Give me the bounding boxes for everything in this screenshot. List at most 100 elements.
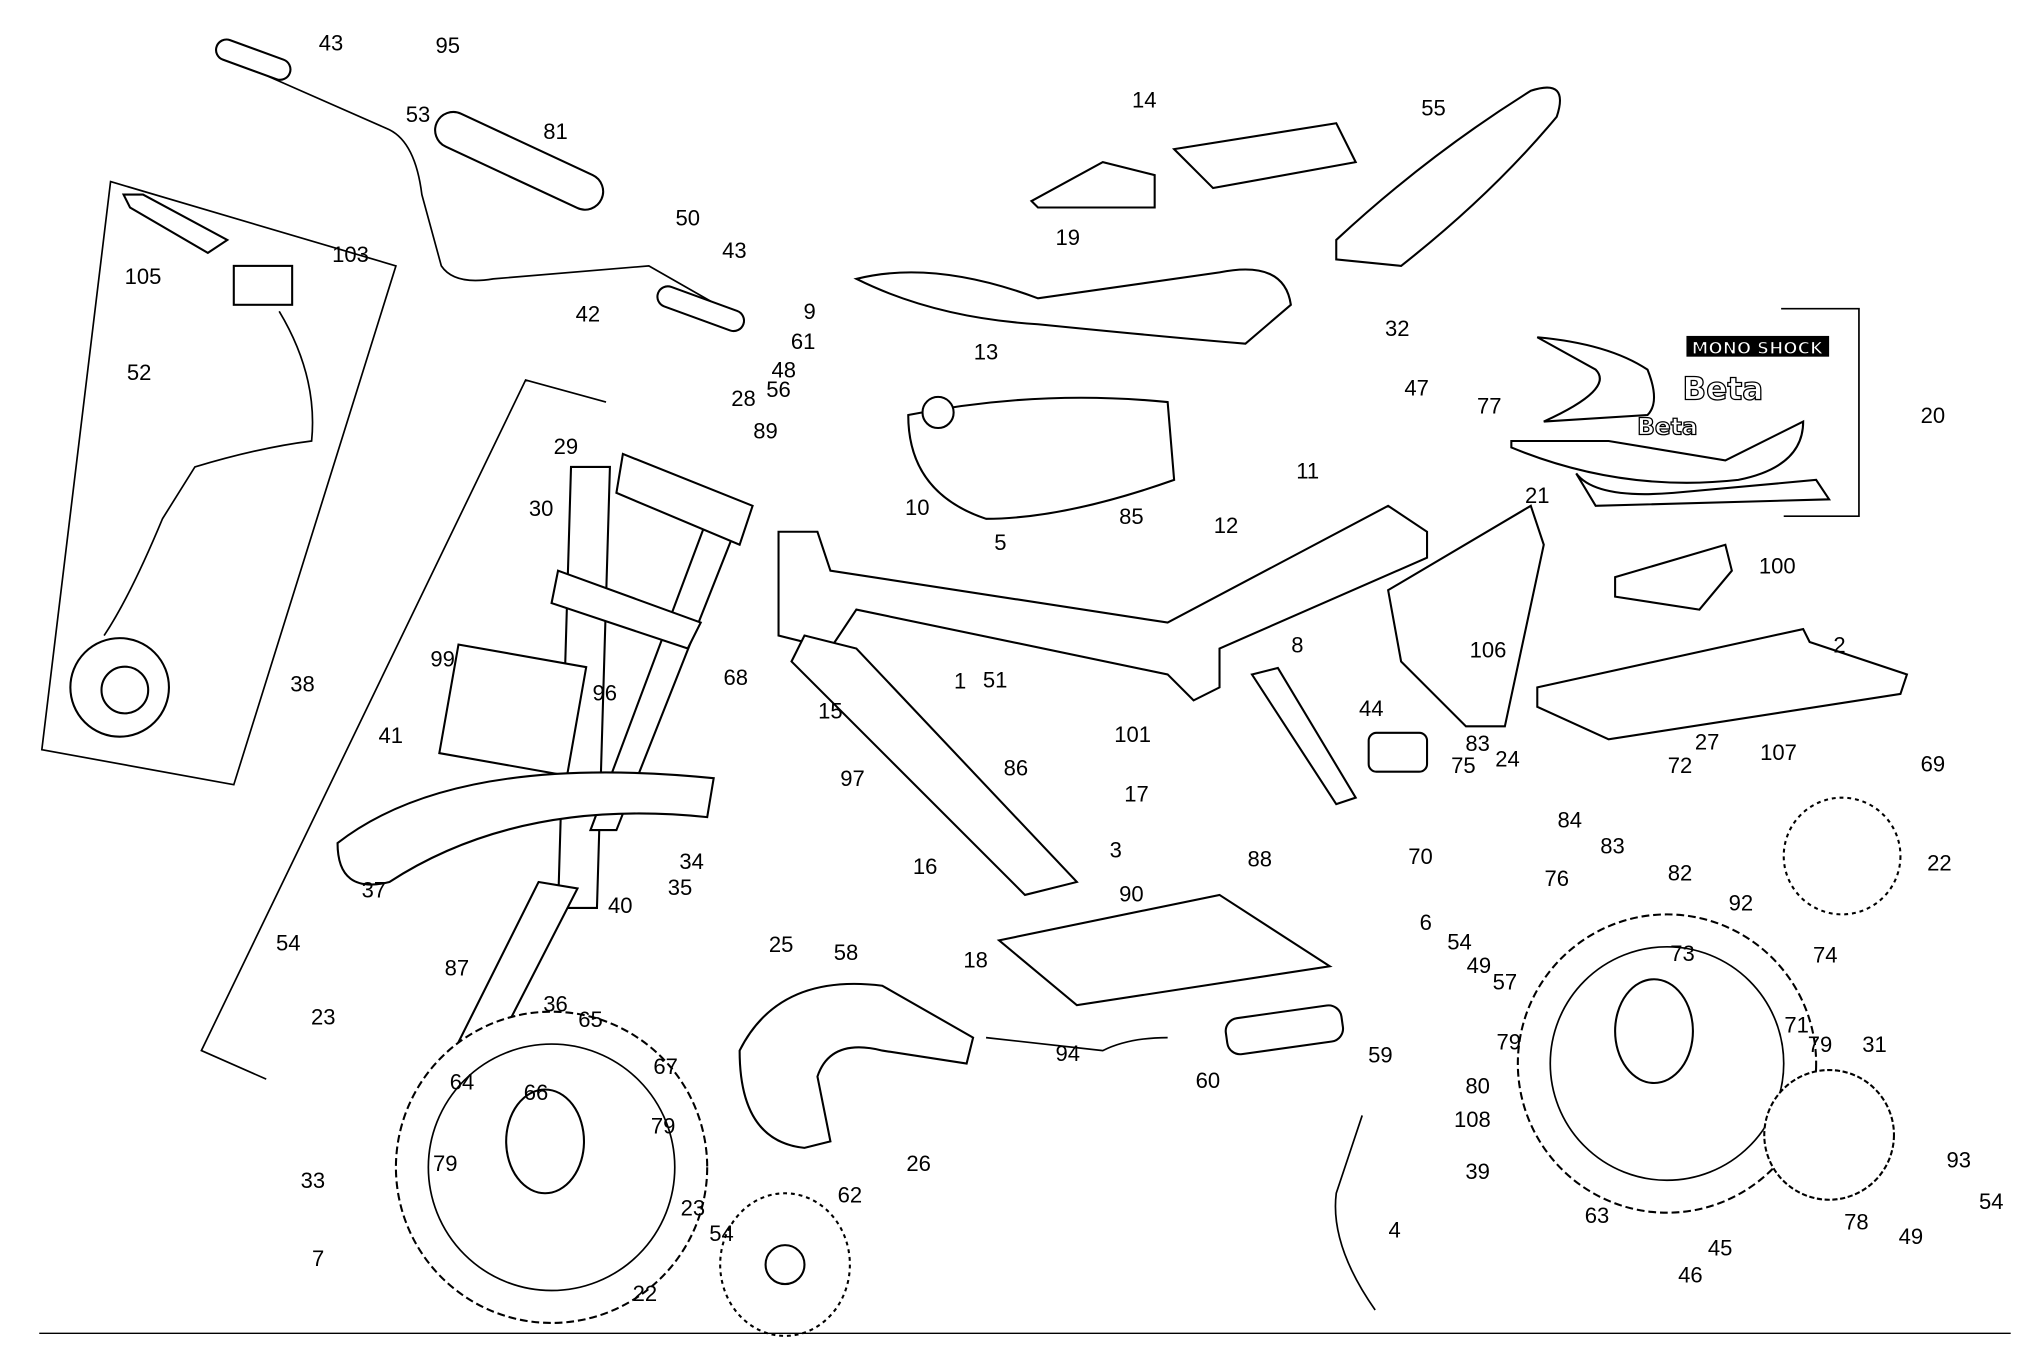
part-label-58: 58	[834, 940, 859, 965]
part-label-35: 35	[668, 875, 693, 900]
number-plate	[438, 643, 588, 777]
seat-pad-right	[1171, 122, 1358, 190]
part-label-39: 39	[1465, 1159, 1490, 1184]
chain-guard	[1614, 543, 1733, 611]
part-label-69: 69	[1921, 752, 1946, 777]
part-label-51: 51	[983, 667, 1008, 692]
part-label-30: 30	[529, 496, 554, 521]
rear-sprocket	[1763, 1068, 1896, 1201]
exhaust-mid	[985, 1036, 1168, 1052]
part-label-13: 13	[974, 339, 999, 364]
part-label-103: 103	[332, 242, 369, 267]
part-label-17: 17	[1124, 782, 1149, 807]
fuel-tank	[907, 396, 1176, 520]
exhaust-pipe	[738, 982, 975, 1149]
part-label-81: 81	[543, 119, 568, 144]
part-label-86: 86	[1004, 756, 1029, 781]
part-label-40: 40	[608, 893, 633, 918]
part-label-78: 78	[1844, 1210, 1869, 1235]
part-label-14: 14	[1132, 88, 1157, 113]
part-label-43: 43	[722, 238, 747, 263]
part-label-100: 100	[1759, 553, 1796, 578]
part-label-36: 36	[543, 992, 568, 1017]
part-label-3: 3	[1110, 837, 1122, 862]
part-label-22: 22	[1927, 850, 1952, 875]
part-label-46: 46	[1678, 1263, 1703, 1288]
part-label-53: 53	[406, 102, 431, 127]
part-label-41: 41	[378, 723, 403, 748]
part-label-70: 70	[1408, 844, 1433, 869]
side-stand	[1334, 1115, 1376, 1311]
part-label-83: 83	[1465, 731, 1490, 756]
part-label-54: 54	[276, 931, 301, 956]
part-label-94: 94	[1056, 1041, 1081, 1066]
part-label-75: 75	[1451, 753, 1476, 778]
part-label-105: 105	[125, 264, 162, 289]
frame-downtube	[790, 634, 1079, 897]
part-label-47: 47	[1404, 376, 1429, 401]
decal-beta-racing: Beta	[1637, 412, 1698, 440]
part-label-26: 26	[906, 1151, 931, 1176]
front-wheel-rim	[427, 1043, 676, 1292]
part-label-19: 19	[1056, 225, 1081, 250]
part-label-33: 33	[301, 1168, 326, 1193]
part-label-6: 6	[1420, 910, 1432, 935]
brake-hose	[103, 310, 314, 637]
part-label-57: 57	[1493, 970, 1518, 995]
part-label-77: 77	[1477, 394, 1502, 419]
decal-mono-shock-text: MONO SHOCK	[1692, 338, 1824, 358]
handlebar	[226, 57, 741, 319]
part-label-68: 68	[723, 665, 748, 690]
part-label-64: 64	[450, 1069, 475, 1094]
decal-mono-shock	[1686, 335, 1830, 357]
part-label-48: 48	[771, 357, 796, 382]
part-label-73: 73	[1670, 941, 1695, 966]
part-label-56: 56	[766, 377, 791, 402]
grip-right	[656, 285, 746, 333]
part-label-54: 54	[1979, 1189, 2004, 1214]
part-label-71: 71	[1784, 1012, 1809, 1037]
side-panel-19	[853, 268, 1292, 345]
decal-stripe-lower	[1575, 472, 1832, 507]
part-label-76: 76	[1544, 866, 1569, 891]
brake-lever	[121, 193, 230, 255]
part-label-107: 107	[1760, 740, 1797, 765]
part-label-95: 95	[436, 33, 461, 58]
part-label-89: 89	[753, 418, 778, 443]
part-label-93: 93	[1947, 1147, 1972, 1172]
part-label-9: 9	[804, 299, 816, 324]
part-label-63: 63	[1585, 1203, 1610, 1228]
part-label-8: 8	[1291, 632, 1303, 657]
part-label-27: 27	[1695, 730, 1720, 755]
part-label-99: 99	[430, 647, 455, 672]
part-label-18: 18	[963, 948, 988, 973]
part-label-88: 88	[1247, 846, 1272, 871]
part-label-90: 90	[1119, 881, 1144, 906]
part-label-5: 5	[994, 530, 1006, 555]
part-label-12: 12	[1214, 513, 1239, 538]
part-label-83: 83	[1600, 833, 1625, 858]
part-label-11: 11	[1296, 459, 1319, 484]
part-label-79: 79	[433, 1151, 458, 1176]
part-label-21: 21	[1525, 483, 1550, 508]
handlebar-pad	[434, 110, 605, 211]
skid-plate	[996, 893, 1333, 1007]
rear-brake-disc	[1782, 796, 1902, 916]
parts-drawing: MONO SHOCK Beta Beta	[39, 38, 2011, 1337]
part-label-54: 54	[709, 1221, 734, 1246]
part-label-84: 84	[1557, 807, 1582, 832]
part-label-79: 79	[1808, 1032, 1833, 1057]
main-frame	[777, 504, 1429, 702]
part-label-38: 38	[290, 671, 315, 696]
rear-wheel-rim	[1549, 945, 1785, 1182]
part-label-97: 97	[840, 766, 865, 791]
lower-clamp	[550, 569, 703, 650]
part-label-7: 7	[312, 1246, 324, 1271]
part-label-23: 23	[681, 1195, 706, 1220]
part-label-72: 72	[1668, 753, 1693, 778]
triple-clamp	[615, 452, 754, 547]
part-label-29: 29	[554, 434, 579, 459]
part-label-34: 34	[679, 849, 704, 874]
part-label-31: 31	[1862, 1032, 1887, 1057]
